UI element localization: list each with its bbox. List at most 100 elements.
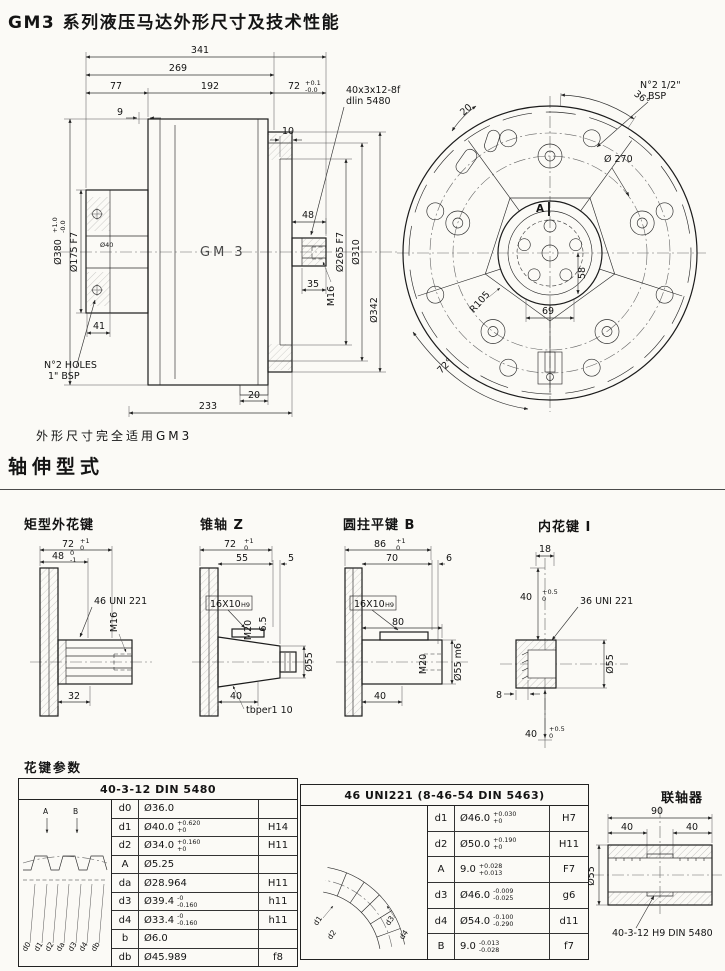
s1-dim-32: 32 (68, 691, 80, 702)
shaft-key-b: 86 +1 0 70 6 16X10 H9 80 M20 Ø55 m6 (336, 537, 470, 717)
dim-front-20: 20 (458, 102, 474, 118)
tol-top: -0.013 (478, 939, 500, 947)
dim-72deg: 72° (435, 356, 455, 376)
shaft-types-drawing: 72 +1 0 48 0 -1 46 UNI 221 M16 32 (30, 537, 633, 748)
table1-diag-d4: d4 (77, 940, 90, 953)
s1-dim-48: 48 (52, 551, 64, 562)
s2-dim-55: 55 (236, 553, 248, 564)
param-value: Ø45.989 (144, 951, 187, 963)
s4-dim-40b-tt: +0.5 (549, 725, 565, 733)
param-label: d0 (112, 800, 139, 818)
tol-bot: +0.013 (478, 869, 503, 877)
svg-text:Ø55: Ø55 (588, 866, 597, 886)
svg-text:+1.0: +1.0 (51, 217, 59, 233)
param-fit: g6 (562, 889, 576, 901)
dim-dia265: Ø265 F7 (335, 232, 346, 272)
shaft2-title: 锥轴 Z (200, 518, 244, 533)
front-view: A 69 58 R105 20 36° (397, 80, 706, 412)
tol-bot: -0.160 (177, 920, 198, 928)
svg-text:M20: M20 (418, 654, 429, 674)
svg-text:Ø265 F7: Ø265 F7 (335, 232, 346, 272)
s3-key-fit: H9 (385, 601, 394, 609)
param-value: Ø36.0 (144, 803, 175, 815)
dim-10: 10 (282, 126, 294, 137)
param-label: d3 (112, 892, 139, 911)
s3-dim-80: 80 (392, 617, 404, 628)
table1-diag-d1: d1 (32, 940, 45, 953)
shaft-taper-z: 72 +1 0 55 5 16X10 H9 M20 6.5 Ø55 (192, 537, 315, 717)
tol-top: +0.030 (493, 811, 517, 819)
param-fit (259, 930, 297, 948)
param-value: 9.0 (460, 864, 476, 876)
param-label: d1 (112, 818, 139, 837)
section-title-shaft-types: 轴伸型式 (8, 456, 105, 478)
table2-diag-d2: d2 (325, 928, 338, 941)
section-divider (0, 489, 725, 490)
s3-key-label: 16X10 (354, 599, 385, 610)
dim-58: 58 (577, 267, 588, 279)
side-view: Ø40 GM 3 (44, 45, 401, 417)
tol-top: -0 (177, 913, 184, 921)
dim-dia40: Ø40 (100, 241, 113, 249)
param-label: d4 (428, 908, 455, 934)
coupling-dim-40b: 40 (686, 822, 698, 833)
param-label: b (112, 929, 139, 948)
ports-callout-line1: N°2 HOLES (44, 360, 97, 371)
param-value: 9.0 (460, 941, 476, 953)
tol-bot: -0.160 (177, 901, 198, 909)
param-fit: F7 (562, 864, 576, 876)
table2-diag-d3: d3 (383, 914, 396, 927)
dim-m16: M16 (326, 286, 337, 306)
s3-dim-86-tb: 0 (396, 544, 400, 552)
s4-dim-8: 8 (496, 690, 502, 701)
param-label: A (428, 857, 455, 883)
table1-diag-a: A (43, 807, 49, 816)
svg-text:M20: M20 (243, 620, 254, 640)
s2-thread-label: M20 (243, 620, 254, 640)
param-value: Ø46.0 (460, 889, 491, 901)
s1-dim-72-tt: +1 (80, 537, 90, 545)
s2-dim-40: 40 (230, 691, 242, 702)
table-row: d0 Ø36.0 (112, 800, 297, 819)
s3-thread-label: M20 (418, 654, 429, 674)
s4-dim-40b: 40 (525, 729, 537, 740)
main-drawing: Ø40 GM 3 (44, 45, 706, 417)
svg-text:Ø55 m6: Ø55 m6 (453, 643, 464, 681)
param-label: da (112, 874, 139, 892)
param-label: d1 (428, 806, 455, 831)
tol-top: +0.160 (177, 838, 201, 846)
table2-diag-d1: d1 (311, 914, 324, 927)
tol-top: -0.009 (493, 888, 514, 896)
table1-header: 40-3-12 DIN 5480 (19, 779, 297, 800)
s2-taper-label: tbper1 10 (246, 705, 293, 716)
coupling-drawing: 90 40 40 Ø55 40-3-12 H9 DIN 5480 (588, 806, 722, 939)
spline-table-din5480: 40-3-12 DIN 5480 A B (18, 778, 298, 967)
param-value: Ø39.4 (144, 896, 175, 908)
dim-35: 35 (307, 279, 319, 290)
dim-48: 48 (302, 210, 314, 221)
s4-dim-18: 18 (539, 544, 551, 555)
dim-dia175: Ø175 F7 (69, 232, 80, 272)
table1-diag-db: db (89, 940, 102, 953)
spline-table-uni221: 46 UNI221 (8-46-54 DIN 5463) d1 d2 d3 d4 (300, 784, 589, 960)
tol-top: +0.028 (478, 862, 503, 870)
svg-text:R105: R105 (468, 289, 493, 315)
table1-diag-d3: d3 (66, 940, 79, 953)
dim-69: 69 (542, 306, 554, 317)
tol-bot: -0.290 (493, 921, 514, 929)
table2-diagram: d1 d2 d3 d4 (301, 806, 428, 959)
s3-dim-86-tt: +1 (396, 537, 406, 545)
bsp-callout-line2: BSP (648, 91, 666, 102)
dim-dia380: Ø380 +1.0 -0.0 (51, 217, 67, 265)
table1-diag-d0: d0 (20, 940, 33, 953)
svg-text:20: 20 (458, 102, 474, 118)
s3-dim-40: 40 (374, 691, 386, 702)
svg-text:Ø55: Ø55 (304, 652, 315, 672)
s1-dim-72-tb: 0 (80, 544, 84, 552)
param-fit: H7 (562, 812, 576, 824)
